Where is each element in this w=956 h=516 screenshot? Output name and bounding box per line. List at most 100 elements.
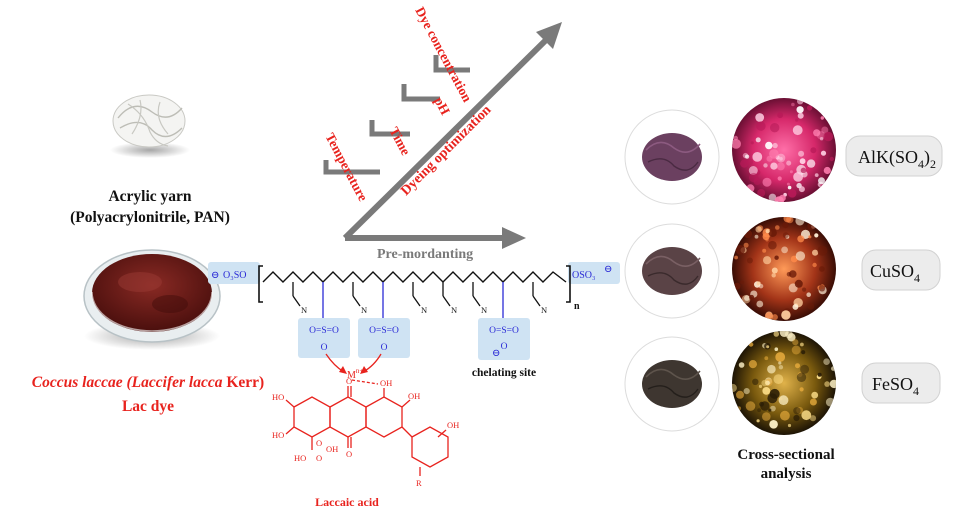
micrograph-fiber [783,217,792,223]
micrograph-fiber [780,410,790,421]
micrograph-fiber [787,423,792,428]
sulfonate-1-highlight [298,318,350,358]
micrograph-fiber [786,182,790,186]
repeat-subscript: n [574,301,580,312]
micrograph-fiber [745,154,750,159]
micrograph-fiber [763,163,768,168]
micrograph-fiber [757,188,766,197]
atom-oh-4: OH [326,444,338,454]
micrograph-fiber [786,160,792,166]
nitrile-2: N [361,305,367,315]
micrograph-fiber [806,105,813,111]
micrograph-fiber [733,282,741,290]
micrograph-fiber [755,137,761,143]
micrograph-fiber [764,312,774,321]
micrograph-fiber [814,173,819,178]
micrograph-fiber [748,360,758,369]
micrograph-fiber [795,217,805,226]
bar-time [369,120,410,137]
label-dye-concentration: Dye concentration [412,4,475,104]
bar-dye-concentration [433,55,470,73]
micrograph-fiber [800,167,807,174]
micrograph-fiber [746,158,754,166]
micrograph-fiber [789,270,797,278]
micrograph-fiber [793,407,801,415]
micrograph-fiber [769,420,778,429]
micrograph-fiber [810,147,817,154]
yarn-cu [642,247,702,295]
acrylic-yarn-image [110,94,190,158]
micrograph-fiber [769,388,780,399]
sulfonate-2: O=S=O [369,326,399,336]
micrograph-fiber [770,405,776,412]
micrograph-fiber [823,131,834,142]
micrograph-fiber [831,366,836,371]
micrograph-fiber [734,255,738,260]
micrograph-fiber [796,372,807,382]
sulfonate-3-highlight [478,318,530,360]
micrograph-fiber [801,350,806,355]
micrograph-fiber [746,257,753,264]
micrograph-fiber [765,238,769,242]
micrograph-fiber [736,390,744,399]
micrograph-fiber [767,364,776,374]
acrylic-yarn-subtitle: (Polyacrylonitrile, PAN) [70,209,230,226]
micrograph-fiber [763,256,772,265]
micrograph-fiber [782,232,789,239]
micrograph-fiber [800,342,804,347]
micrograph-fiber [760,401,770,411]
micrograph-fiber [819,137,824,141]
end-group-left-charge: ⊖ [211,270,219,281]
micrograph-fiber [795,363,800,369]
sulfonate-2-oxygen: O [381,343,388,353]
end-group-right: OSO₃ [572,270,596,281]
micrograph-fiber [764,356,769,361]
micrograph-fiber [768,240,777,250]
micrograph-fiber [791,345,801,355]
micrograph-fiber [761,379,768,387]
micrograph-fiber [799,158,806,165]
micrograph-fiber [806,159,816,168]
lac-dye-bowl-image [83,249,221,350]
micrograph-fiber [778,365,784,370]
micrograph-fiber [762,412,771,421]
micrograph-fiber [762,387,771,395]
micrograph-fiber [802,287,807,292]
micrograph-fiber [794,279,803,288]
mordant-alk-pill [845,135,943,177]
micrograph-fiber [796,106,804,114]
micrograph-fiber [820,116,824,120]
yarn-alk [642,133,702,181]
micrograph-fiber [808,235,812,239]
micrograph-fiber [743,229,753,239]
micrograph-fiber [818,345,823,350]
sulfonate-2-highlight [358,318,410,358]
row-fe [624,331,836,435]
micrograph-fiber [818,285,826,292]
micrograph-fiber [748,166,758,175]
micrograph-fiber [798,186,805,193]
micrograph-fiber [732,383,737,393]
mordant-cu: CuSO4 [870,261,920,285]
micrograph-fiber [758,384,763,388]
micrograph-fiber [791,102,795,107]
micrograph-fiber [797,235,805,243]
micrograph-fiber [778,395,789,406]
micrograph-fiber [740,159,749,168]
end-group-right-charge: ⊖ [604,264,612,275]
micrograph-fiber [792,304,799,310]
pan-polymer-chain: ⊖ O₃SO OSO₃ ⊖ n N N N N N N [208,262,620,379]
nitrile-6: N [541,305,547,315]
micrograph-fiber [755,226,762,233]
optimization-diagram: Temperature Time pH Dye concentration Dy… [322,4,562,262]
micrograph-fiber [762,248,767,253]
micrograph-fiber [777,176,782,181]
micrograph-fiber [829,364,833,367]
micrograph-fiber [824,381,830,387]
micrograph-fiber [823,166,831,175]
mordant-labels: AlK(SO4)2 CuSO4 FeSO4 [845,135,943,404]
micrograph-fiber [766,345,770,349]
end-group-right-highlight [568,262,620,284]
